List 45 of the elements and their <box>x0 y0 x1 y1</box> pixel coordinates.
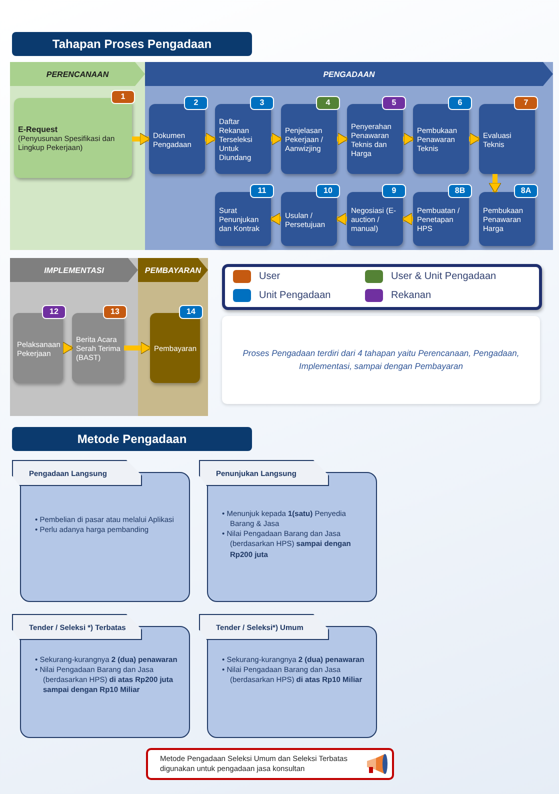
arrow <box>271 132 282 146</box>
phase-panel <box>145 62 553 250</box>
step-number-badge: 1 <box>111 90 135 104</box>
phase-panel <box>10 62 145 250</box>
step-number-badge: 8B <box>448 184 472 198</box>
phase-panel <box>10 258 138 416</box>
step-number-badge: 11 <box>250 184 274 198</box>
step-number-badge: 13 <box>103 305 127 319</box>
phase-banner: PERENCANAAN <box>10 62 145 86</box>
phase-banner: PEMBAYARAN <box>138 258 208 282</box>
step-label: E-Request <box>18 124 59 134</box>
step-number-badge: 9 <box>382 184 406 198</box>
legend-text: Unit Pengadaan <box>259 290 331 301</box>
step-number-badge: 14 <box>179 305 203 319</box>
step-number-badge: 8A <box>514 184 538 198</box>
arrow <box>270 212 281 226</box>
step-number-badge: 2 <box>184 96 208 110</box>
step-number-badge: 7 <box>514 96 538 110</box>
phase-banner: PENGADAAN <box>145 62 553 86</box>
step-number-badge: 4 <box>316 96 340 110</box>
section-banner: Metode Pengadaan <box>12 427 252 451</box>
arrow <box>488 174 502 194</box>
step-number-badge: 3 <box>250 96 274 110</box>
legend-text: User <box>259 271 280 282</box>
arrow <box>402 212 413 226</box>
note-box <box>146 748 394 780</box>
step-number-badge: 10 <box>316 184 340 198</box>
legend-text: User & Unit Pengadaan <box>391 271 496 282</box>
arrow <box>336 212 347 226</box>
arrow <box>62 342 74 354</box>
legend-text: Rekanan <box>391 290 432 301</box>
info-text: Proses Pengadaan terdiri dari 4 tahapan yaitu Perencanaan, Pengadaan, Implementasi, sampai dengan Pembayaran <box>242 347 520 373</box>
info-box <box>222 316 540 404</box>
arrow <box>469 132 480 146</box>
arrow <box>205 132 216 146</box>
arrow <box>124 342 152 354</box>
arrow <box>132 132 150 146</box>
section-banner: Tahapan Proses Pengadaan <box>12 32 252 56</box>
step-number-badge: 6 <box>448 96 472 110</box>
arrow <box>403 132 414 146</box>
step-number-badge: 12 <box>42 305 66 319</box>
phase-panel <box>138 258 208 416</box>
arrow <box>337 132 348 146</box>
step-number-badge: 5 <box>382 96 406 110</box>
phase-banner: IMPLEMENTASI <box>10 258 138 282</box>
